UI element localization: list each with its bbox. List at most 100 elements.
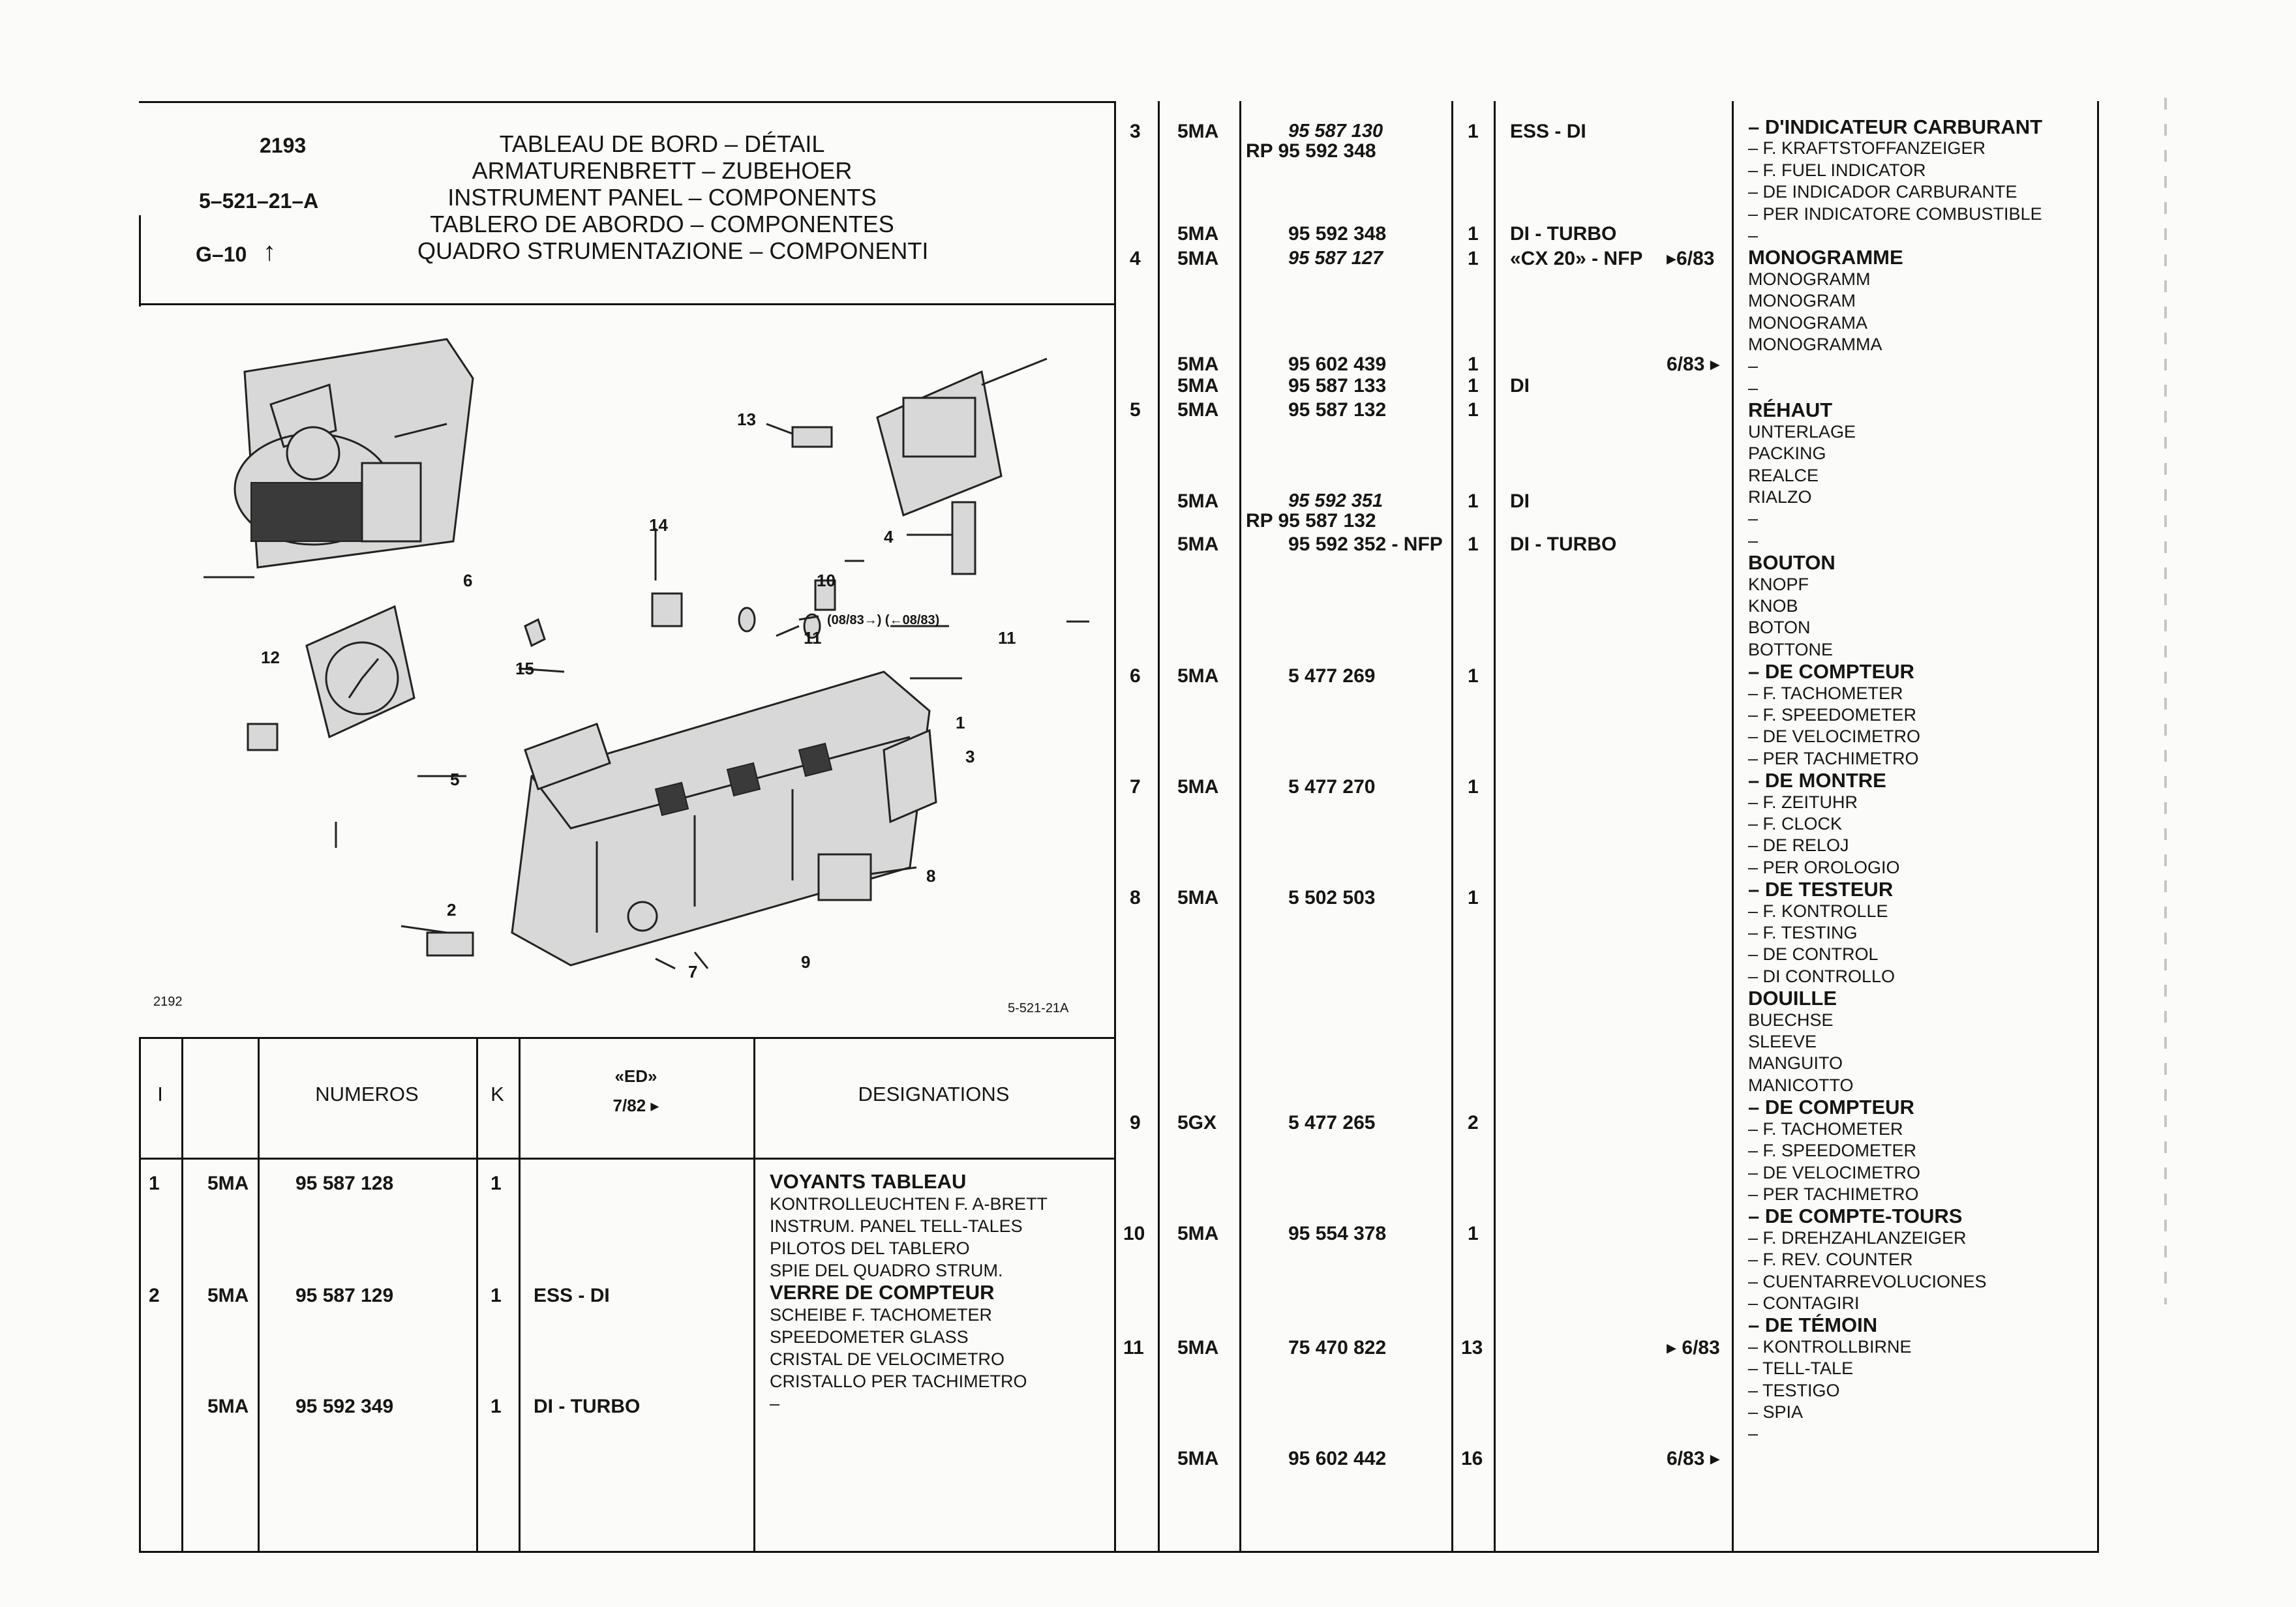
- right-col-rule-0: [1114, 101, 1116, 1551]
- right-row-number: 95 592 351: [1288, 490, 1383, 511]
- right-col-rule-3: [1451, 101, 1453, 1551]
- designation-heading: – D'INDICATEUR CARBURANT: [1748, 115, 2043, 138]
- title-es: TABLERO DE ABORDO – COMPONENTES: [430, 211, 894, 237]
- right-row-number: 95 587 133: [1288, 375, 1387, 397]
- callout-13: 13: [737, 410, 756, 429]
- right-row-prefix: 5MA: [1177, 776, 1219, 798]
- right-row-number: 75 470 822: [1288, 1337, 1387, 1359]
- right-row-number: 95 602 439: [1288, 353, 1387, 375]
- callout-5: 5: [450, 770, 460, 789]
- left-row-number: 95 587 129: [295, 1285, 394, 1306]
- designation-line: PILOTOS DEL TABLERO: [770, 1239, 970, 1258]
- right-row-prefix: 5MA: [1177, 399, 1219, 421]
- designation-line: INSTRUM. PANEL TELL-TALES: [770, 1216, 1023, 1236]
- right-row-note: DI: [1510, 490, 1530, 512]
- header-left-tick: [139, 215, 141, 307]
- callout-3: 3: [965, 747, 975, 766]
- right-row-prefix: 5MA: [1177, 248, 1219, 269]
- designation-line: KNOPF: [1748, 574, 1809, 594]
- designation-line: – PER INDICATORE COMBUSTIBLE: [1748, 203, 2042, 224]
- designation-heading: – DE COMPTE-TOURS: [1748, 1205, 1963, 1228]
- designation-line: MONOGRAMA: [1748, 312, 1868, 333]
- designation-line: – F. FUEL INDICATOR: [1748, 160, 1926, 180]
- right-row-qty: 16: [1461, 1448, 1483, 1469]
- left-col-rule-4: [519, 1037, 521, 1551]
- right-row-qty: 1: [1468, 1223, 1479, 1244]
- col-k-header: K: [491, 1083, 504, 1105]
- designation-line: – DE VELOCIMETRO: [1748, 727, 1921, 747]
- right-row-qty: 1: [1468, 121, 1479, 142]
- right-row-note: ESS - DI: [1510, 121, 1586, 142]
- right-row-number: RP 95 587 132: [1246, 510, 1376, 532]
- designation-heading: – DE TESTEUR: [1748, 878, 1894, 901]
- designation-line: – F. ZEITUHR: [1748, 792, 1858, 812]
- designation-line: – F. TESTING: [1748, 923, 1858, 943]
- right-row-qty: 1: [1468, 490, 1479, 512]
- callout-4: 4: [884, 527, 894, 547]
- designation-line: – F. CLOCK: [1748, 814, 1843, 834]
- designation-line: – F. REV. COUNTER: [1748, 1250, 1913, 1270]
- designation-line: MANICOTTO: [1748, 1075, 1854, 1095]
- left-col-border: [139, 1037, 141, 1551]
- right-row-prefix: 5MA: [1177, 490, 1219, 512]
- right-row-prefix: 5MA: [1177, 887, 1219, 909]
- designation-line: –: [1748, 378, 1759, 398]
- right-row-date: 6/83 ▸: [1667, 1448, 1720, 1469]
- designation-heading: BOUTON: [1748, 551, 1835, 575]
- left-row-index: 1: [149, 1173, 160, 1194]
- callout-12: 12: [261, 648, 280, 667]
- left-row-prefix: 5MA: [207, 1396, 249, 1417]
- left-row-note: ESS - DI: [534, 1285, 610, 1306]
- right-row-number: 95 554 378: [1288, 1223, 1387, 1244]
- designation-line: –: [770, 1394, 780, 1413]
- left-designations: VOYANTS TABLEAU KONTROLLEUCHTEN F. A-BRE…: [770, 1171, 1048, 1415]
- designation-line: – PER TACHIMETRO: [1748, 1184, 1919, 1204]
- right-row-idx: 8: [1130, 887, 1141, 909]
- designation-line: – DE CONTROL: [1748, 944, 1879, 965]
- designation-heading: MONOGRAMME: [1748, 246, 1903, 269]
- callout-6: 6: [463, 571, 473, 590]
- right-row-qty: 1: [1468, 399, 1479, 421]
- col-ed-header: «ED»: [614, 1066, 657, 1086]
- right-row-prefix: 5MA: [1177, 1223, 1219, 1244]
- right-row-idx: 9: [1130, 1112, 1141, 1134]
- sheet-code: 5–521–21–A: [199, 189, 319, 213]
- right-row-note: DI: [1510, 375, 1530, 397]
- right-row-note: DI - TURBO: [1510, 533, 1617, 555]
- designation-line: MONOGRAMM: [1748, 269, 1871, 289]
- designation-line: – DE RELOJ: [1748, 835, 1849, 856]
- designation-heading: RÉHAUT: [1748, 398, 1833, 422]
- right-row-prefix: 5MA: [1177, 1337, 1219, 1359]
- scan-margin-mark: [2164, 98, 2167, 1304]
- verre-heading: VERRE DE COMPTEUR: [770, 1281, 995, 1304]
- right-row-number: 95 587 127: [1288, 248, 1383, 269]
- right-row-number: RP 95 592 348: [1246, 140, 1376, 162]
- right-row-prefix: 5MA: [1177, 1448, 1219, 1469]
- right-row-idx: 6: [1130, 665, 1141, 687]
- callout-14: 14: [649, 515, 668, 535]
- right-row-prefix: 5MA: [1177, 533, 1219, 555]
- left-col-rule-2: [258, 1037, 260, 1551]
- right-col-rule-1: [1158, 101, 1160, 1551]
- right-row-number: 5 477 270: [1288, 776, 1376, 798]
- right-row-number: 5 477 269: [1288, 665, 1376, 687]
- table-header-rule: [139, 1158, 1114, 1160]
- right-row-date: 6/83 ▸: [1667, 353, 1720, 375]
- right-row-note: DI - TURBO: [1510, 223, 1617, 245]
- callout-10: 10: [817, 571, 836, 590]
- callout-1: 1: [956, 713, 965, 732]
- right-row-idx: 11: [1123, 1337, 1144, 1359]
- designation-line: – F. KRAFTSTOFFANZEIGER: [1748, 138, 1986, 158]
- right-row-number: 5 477 265: [1288, 1112, 1376, 1134]
- designation-line: –: [1748, 509, 1759, 529]
- designation-heading: – DE COMPTEUR: [1748, 660, 1914, 683]
- designation-line: SPIE DEL QUADRO STRUM.: [770, 1261, 1003, 1280]
- designation-line: – F. TACHOMETER: [1748, 1119, 1903, 1139]
- callout-8: 8: [926, 866, 936, 886]
- designation-heading: – DE TÉMOIN: [1748, 1314, 1878, 1337]
- sheet-ref: 2193: [260, 134, 307, 157]
- right-row-prefix: 5MA: [1177, 121, 1219, 142]
- right-row-prefix: 5MA: [1177, 353, 1219, 375]
- designation-line: REALCE: [1748, 465, 1819, 485]
- left-row-prefix: 5MA: [207, 1173, 249, 1194]
